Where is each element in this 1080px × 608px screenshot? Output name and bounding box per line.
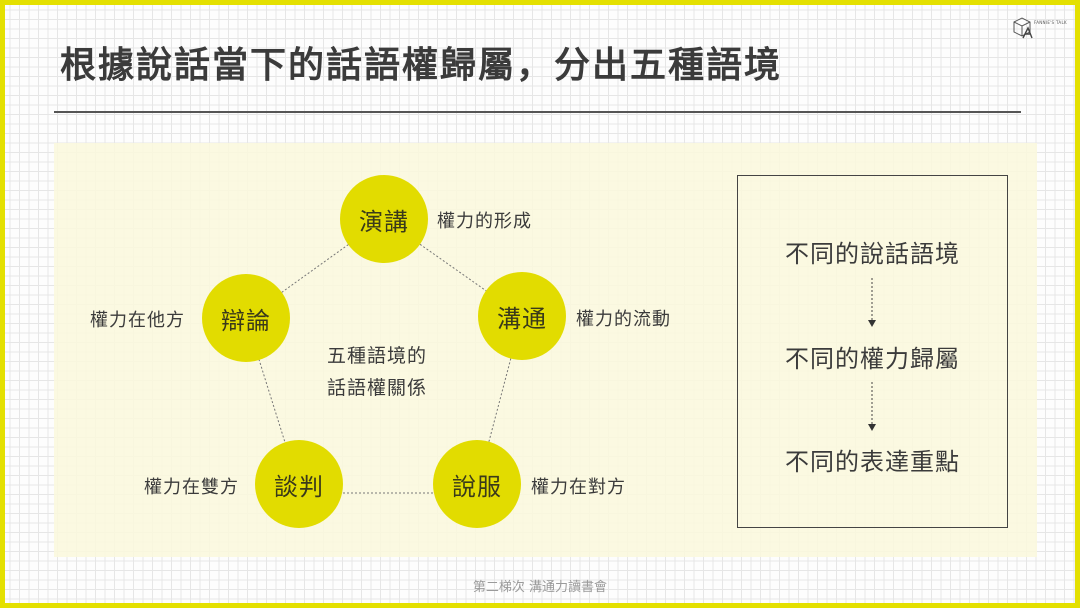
slide-footer: 第二梯次 溝通力讀書會 [472, 580, 608, 595]
flow-step-2: 不同的權力歸屬 [785, 345, 960, 373]
caption-debate: 權力在他方 [90, 310, 185, 331]
flow-step-3: 不同的表達重點 [785, 448, 960, 476]
slide-title: 根據說話當下的話語權歸屬，分出五種語境 [60, 44, 783, 86]
node-speech: 演講 [340, 175, 428, 263]
center-label-line-1: 五種語境的 [327, 345, 428, 367]
box-logo-icon [1013, 17, 1033, 39]
caption-communication: 權力的流動 [576, 309, 671, 330]
center-label-line-2: 話語權關係 [327, 377, 428, 399]
logo: FANNIE'S TALK [1012, 16, 1072, 46]
node-communication: 溝通 [478, 272, 566, 360]
caption-persuasion: 權力在對方 [531, 477, 626, 498]
flow-step-1: 不同的說話語境 [785, 240, 960, 268]
logo-text: FANNIE'S TALK [1034, 20, 1067, 25]
node-persuasion: 說服 [433, 440, 521, 528]
flow-box: 不同的說話語境 不同的權力歸屬 不同的表達重點 [737, 175, 1008, 528]
arrow-down-icon [868, 320, 876, 327]
arrow-down-icon [868, 424, 876, 431]
caption-speech: 權力的形成 [437, 211, 532, 232]
diagram-center-label: 五種語境的 話語權關係 [327, 340, 427, 404]
title-divider [54, 111, 1021, 113]
node-debate: 辯論 [202, 274, 290, 362]
node-negotiation: 談判 [255, 440, 343, 528]
caption-negotiation: 權力在雙方 [144, 477, 239, 498]
